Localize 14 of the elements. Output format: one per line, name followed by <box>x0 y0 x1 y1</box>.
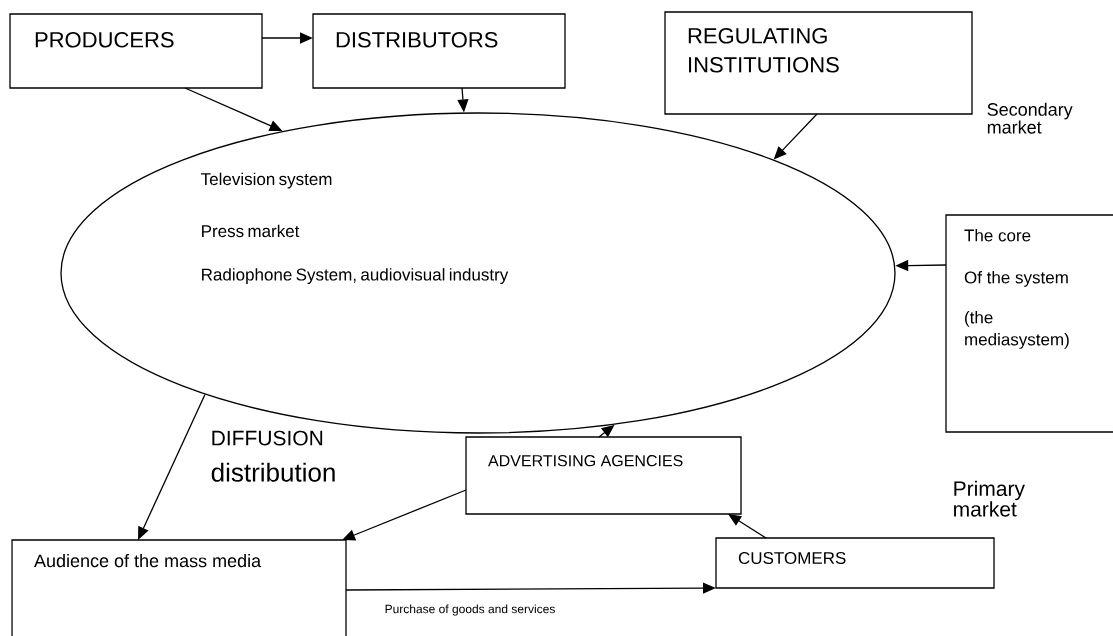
box: CUSTOMERS <box>715 537 995 589</box>
box: ADVERTISING AGENCIES <box>465 436 742 515</box>
box: The core Of the system (the mediasystem) <box>945 214 1113 433</box>
label: distribution <box>211 462 335 482</box>
arrow <box>138 393 206 540</box>
label: Primary market <box>954 480 1025 517</box>
edge-label: Purchase of goods and services <box>383 603 557 617</box>
box: DISTRIBUTORS <box>312 13 566 89</box>
box: Audience of the mass media <box>11 539 347 636</box>
arrow <box>342 489 467 541</box>
box: REGULATING INSTITUTIONS <box>664 11 973 115</box>
label: Secondary market <box>987 102 1073 134</box>
box: PRODUCERS <box>9 13 263 89</box>
arrow <box>728 514 767 539</box>
